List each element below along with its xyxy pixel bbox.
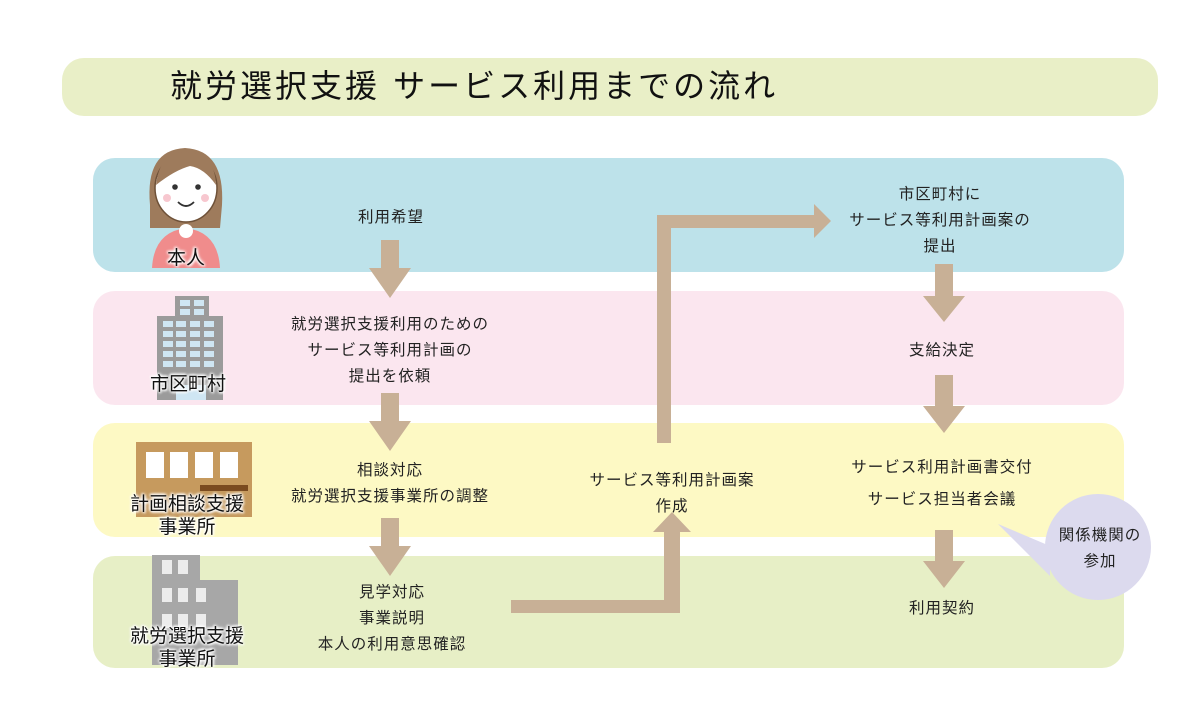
step-submit-plan: 市区町村に サービス等利用計画案の 提出	[849, 181, 1031, 259]
step-decision: 支給決定	[909, 337, 975, 363]
actor-label-person: 本人	[166, 247, 206, 269]
actor-label-planning-office-line1: 計画相談支援	[129, 493, 245, 515]
step-text: 就労選択支援利用のための	[290, 315, 490, 333]
step-text: 相談対応	[356, 461, 424, 479]
step-consultation: 相談対応 就労選択支援事業所の調整	[291, 457, 489, 509]
step-text: サービス担当者会議	[867, 490, 1017, 508]
step-plan-issue: サービス利用計画書交付 サービス担当者会議	[851, 451, 1033, 515]
actor-label-employment-office-line2: 事業所	[158, 648, 216, 670]
step-text: 市区町村に	[898, 185, 982, 203]
callout-text: 関係機関の 参加	[1042, 522, 1158, 574]
title-banner: 就労選択支援 サービス利用までの流れ	[62, 58, 1158, 116]
callout-line: 関係機関の	[1058, 526, 1142, 544]
step-text: サービス等利用計画の	[307, 341, 473, 359]
step-text: 本人の利用意思確認	[317, 635, 467, 653]
step-text: サービス等利用計画案の	[849, 211, 1031, 229]
step-text: サービス利用計画書交付	[851, 458, 1033, 476]
step-text: 事業説明	[358, 609, 426, 627]
page-title: 就労選択支援 サービス利用までの流れ	[170, 67, 779, 105]
actor-label-municipality: 市区町村	[149, 373, 227, 395]
step-text: 就労選択支援事業所の調整	[290, 487, 490, 505]
step-text: サービス等利用計画案	[589, 471, 755, 489]
step-municipality-request: 就労選択支援利用のための サービス等利用計画の 提出を依頼	[291, 311, 489, 389]
step-text: 利用希望	[357, 208, 425, 226]
step-text: 提出	[923, 237, 957, 255]
step-text: 利用契約	[908, 599, 976, 617]
step-text: 見学対応	[358, 583, 426, 601]
step-text: 支給決定	[908, 341, 976, 359]
callout-line: 参加	[1083, 552, 1117, 570]
step-contract: 利用契約	[909, 595, 975, 621]
actor-label-employment-office-line1: 就労選択支援	[129, 625, 245, 647]
lane-person	[93, 158, 1124, 272]
actor-label-planning-office-line2: 事業所	[158, 516, 216, 538]
step-plan-draft: サービス等利用計画案 作成	[589, 467, 754, 519]
step-request: 利用希望	[358, 204, 424, 230]
step-text: 提出を依頼	[348, 367, 432, 385]
step-visit: 見学対応 事業説明 本人の利用意思確認	[318, 579, 467, 657]
step-text: 作成	[655, 497, 689, 515]
